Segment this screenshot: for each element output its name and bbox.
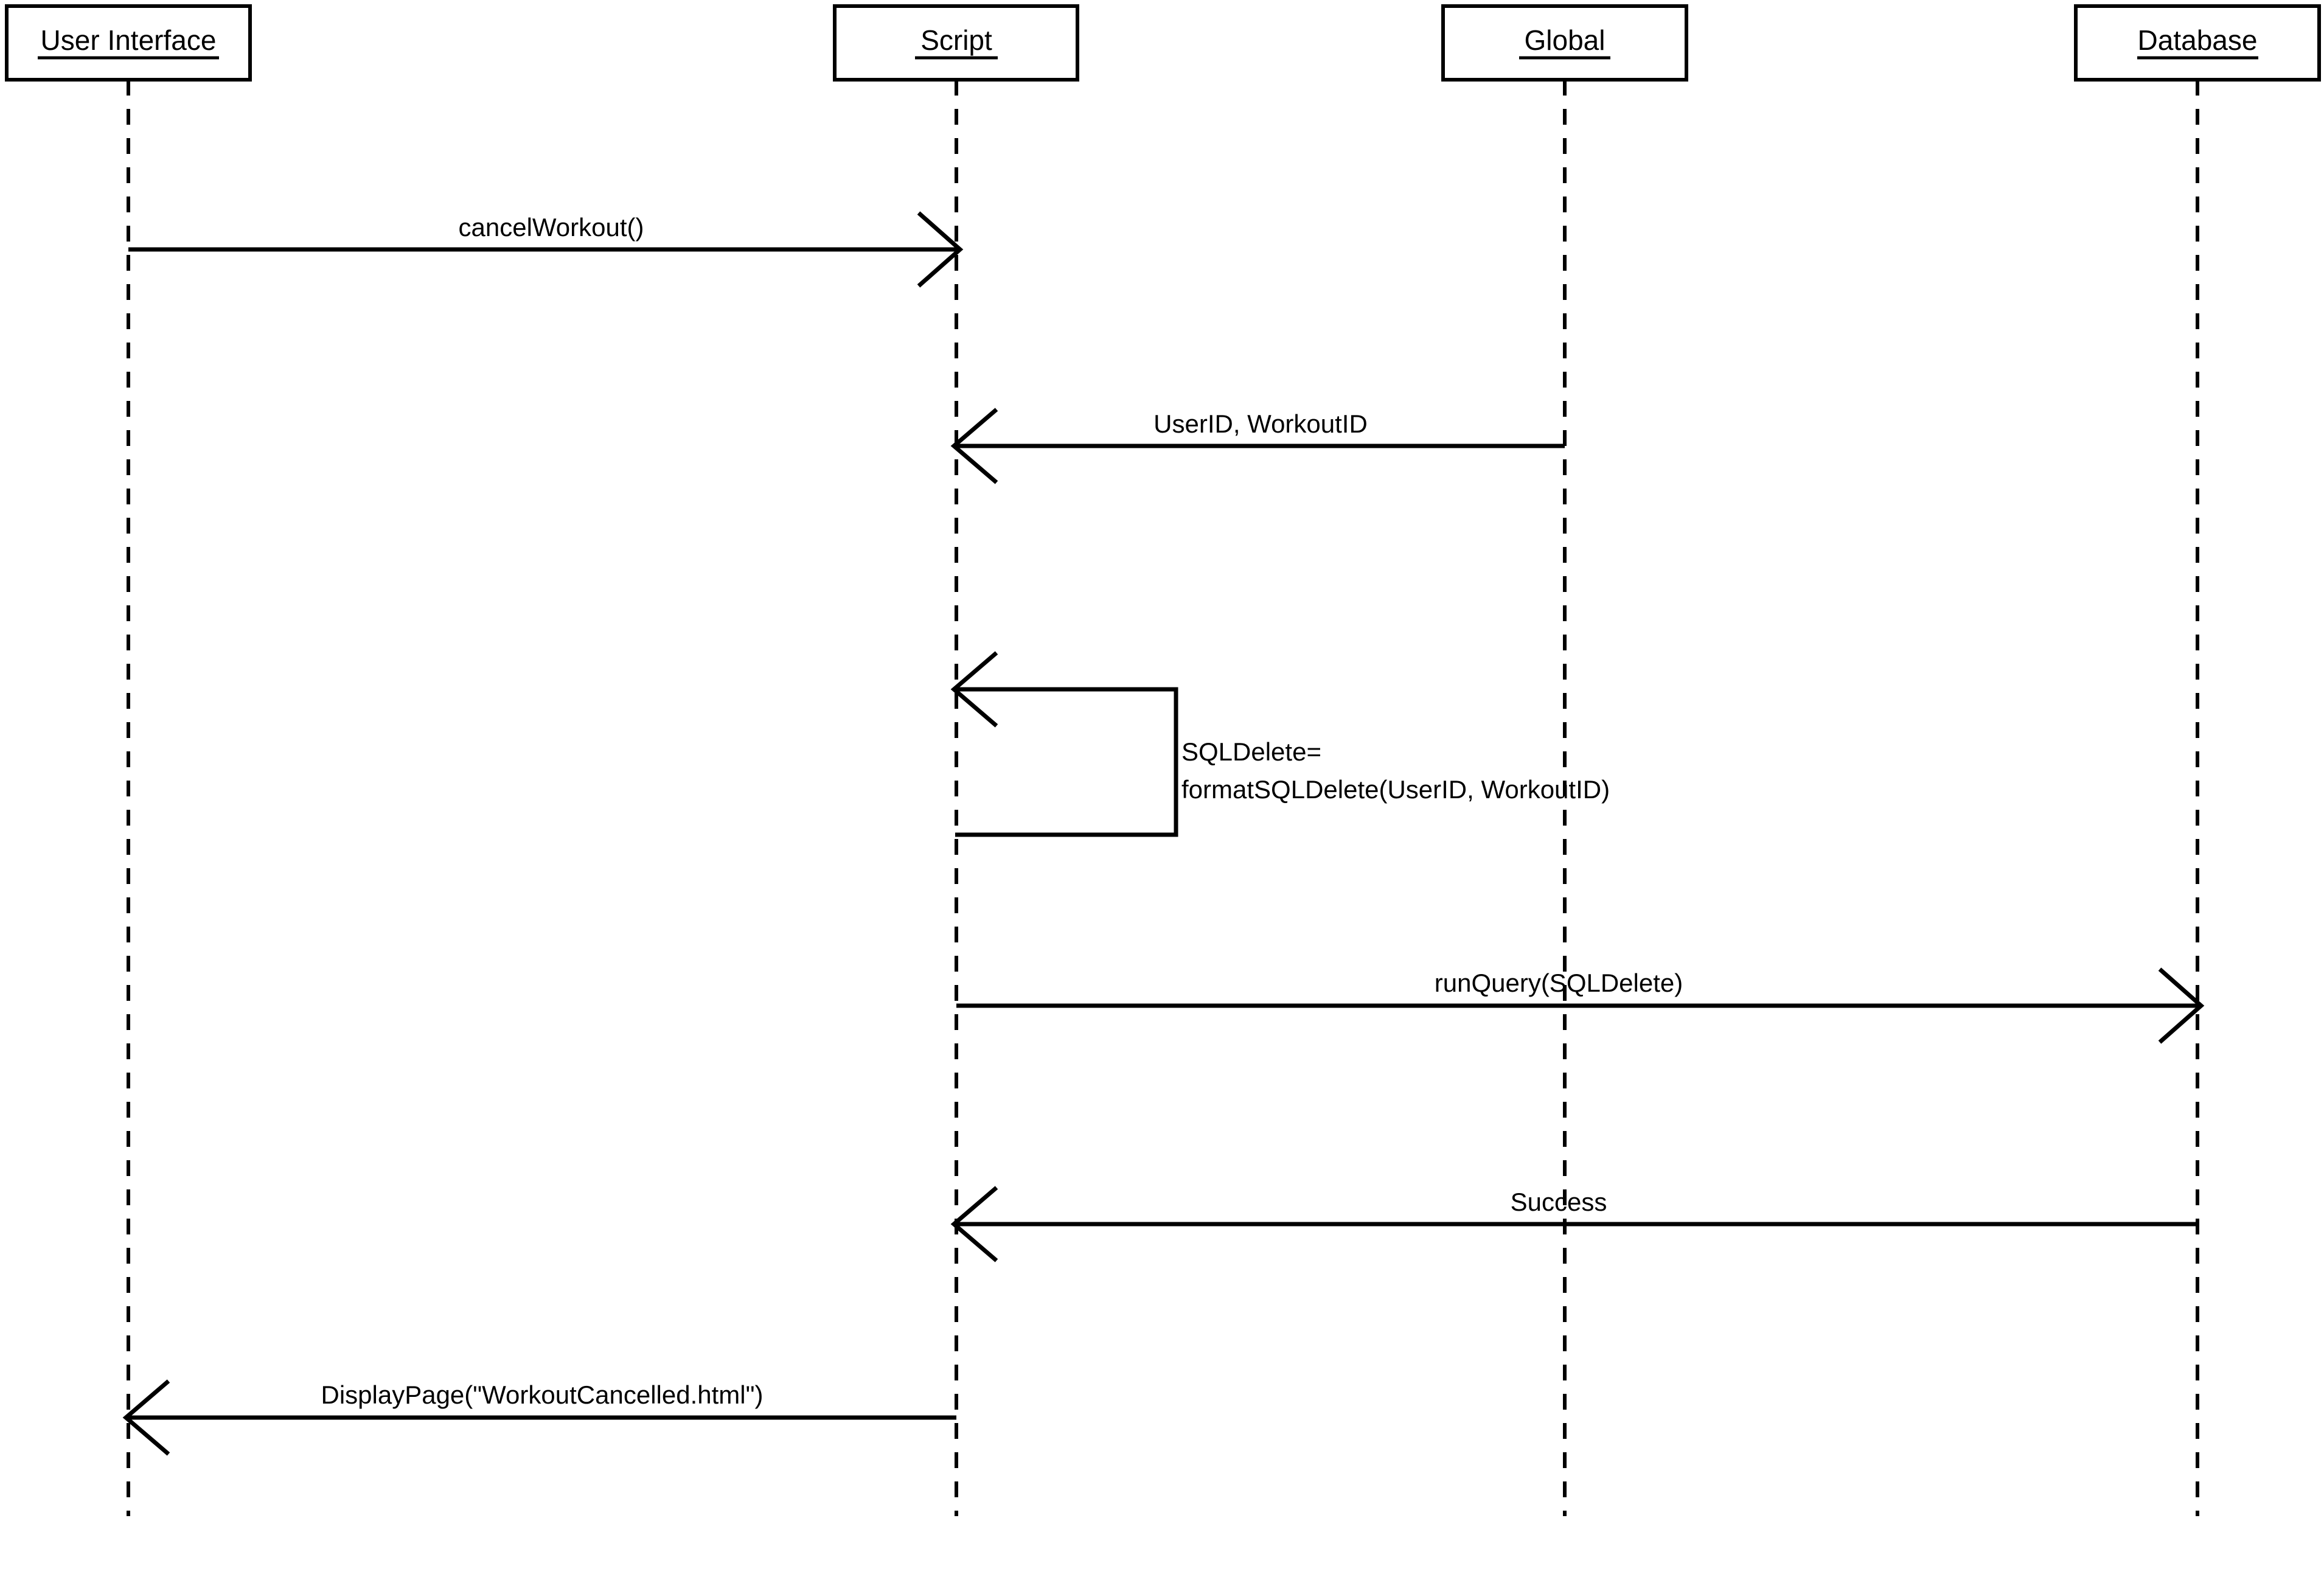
message-label-line-2: formatSQLDelete(UserID, WorkoutID) [1181,775,1610,804]
message-3-self-call-format-sql-delete[interactable]: SQLDelete= formatSQLDelete(UserID, Worko… [950,651,1610,837]
message-label: UserID, WorkoutID [1153,409,1368,438]
message-label: DisplayPage("WorkoutCancelled.html") [321,1380,763,1409]
arrowhead-left [122,1379,170,1456]
arrowhead-right [917,211,964,288]
message-label: cancelWorkout() [459,213,644,242]
message-5-success[interactable]: Success [950,1186,2197,1262]
arrowhead-left [950,651,998,728]
participant-box-rect [1441,4,1688,82]
participant-box-rect [833,4,1079,82]
lifelines-group [127,80,2199,1516]
participant-box-rect [5,4,252,82]
participant-label-user-interface: User Interface [41,24,217,56]
participant-script[interactable]: Script [833,4,1079,82]
participant-label-global: Global [1525,24,1606,56]
message-1-cancel-workout[interactable]: cancelWorkout() [128,211,964,288]
self-call-path [955,687,1178,837]
message-4-run-query[interactable]: runQuery(SQLDelete) [956,967,2205,1044]
message-label-line-1: SQLDelete= [1181,737,1321,766]
arrowhead-left [950,1186,998,1262]
message-2-userid-workoutid[interactable]: UserID, WorkoutID [950,408,1565,484]
participant-global[interactable]: Global [1441,4,1688,82]
participant-database[interactable]: Database [2074,4,2321,82]
arrowhead-left [950,408,998,484]
arrowhead-right [2158,967,2205,1044]
participant-label-database: Database [2138,24,2258,56]
participant-label-script: Script [920,24,992,56]
message-label: runQuery(SQLDelete) [1435,969,1683,997]
participant-user-interface[interactable]: User Interface [5,4,252,82]
message-6-display-page[interactable]: DisplayPage("WorkoutCancelled.html") [122,1379,956,1456]
participant-box-rect [2074,4,2321,82]
message-label: Success [1511,1188,1607,1216]
